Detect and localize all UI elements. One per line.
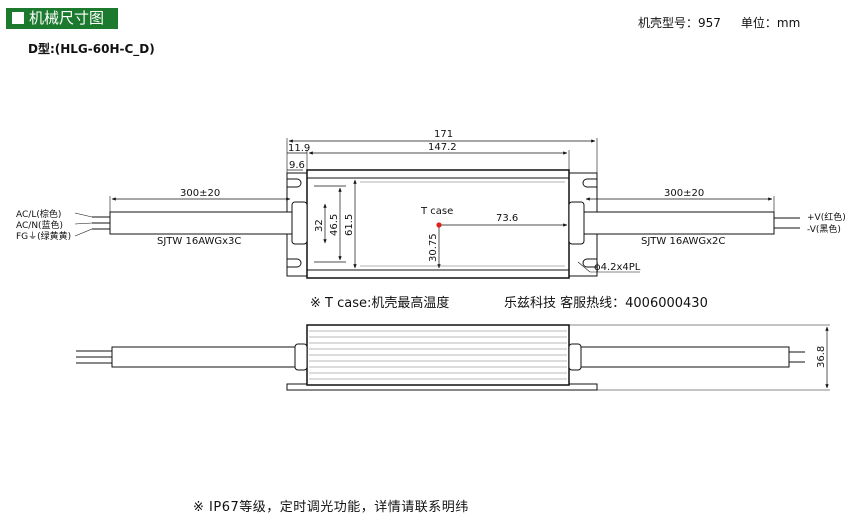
side-input-cable [111, 346, 296, 368]
leader-line [74, 212, 93, 218]
section-title-text: 机械尺寸图 [29, 9, 105, 27]
dim-text-right-cable: 300±20 [664, 188, 704, 199]
dim-text-mount-offset: 9.6 [289, 160, 305, 171]
leader-line [74, 222, 93, 225]
leader-line [74, 228, 93, 237]
slot-top-left [287, 178, 302, 188]
tcase-point [436, 222, 442, 228]
dim-text-left-cable: 300±20 [180, 188, 220, 199]
side-fins [309, 330, 567, 380]
dim-text-tcase-y: 30.75 [428, 233, 439, 262]
hole-spec: ϕ4.2x4PL [594, 262, 641, 273]
side-gland-left [294, 343, 308, 371]
variant-label: D型:(HLG-60H-C_D) [28, 42, 155, 56]
service-hotline: 乐兹科技 客服热线：4006000430 [504, 296, 708, 311]
wire-label-v-plus: +V(红色) [807, 211, 846, 223]
input-cable [109, 211, 293, 235]
square-icon [12, 12, 24, 24]
dim-text-width-32: 32 [314, 219, 325, 232]
dim-text-height: 36.8 [816, 346, 827, 368]
input-cable-label: SJTW 16AWGx3C [157, 236, 241, 247]
wire-label-fg: FG⏚(绿黄黄) [16, 230, 71, 242]
dim-text-tcase-x: 73.6 [496, 213, 518, 224]
tcase-note: ※ T case:机壳最高温度 [310, 296, 450, 311]
tcase-label: T case [420, 206, 453, 217]
model-unit-line: 机壳型号：957 单位：mm [638, 14, 800, 31]
ip67-note: ※ IP67等级，定时调光功能，详情请联系明纬 [193, 500, 469, 515]
slot-bottom-right [582, 258, 597, 268]
dim-text-width-61-5: 61.5 [344, 214, 355, 236]
unit-label: 单位：mm [740, 16, 801, 30]
side-output-cable [580, 346, 790, 368]
wire-label-v-minus: -V(黑色) [807, 223, 841, 235]
slot-top-right [582, 178, 597, 188]
section-title: 机械尺寸图 [6, 8, 118, 29]
top-fins [360, 181, 565, 267]
cable-gland-right [568, 201, 585, 245]
side-view [76, 324, 830, 391]
slot-bottom-left [287, 258, 302, 268]
output-cable [583, 211, 775, 235]
wire-label-ac-l: AC/L(棕色) [16, 208, 61, 220]
top-view [74, 138, 800, 279]
dim-text-left-offset: 11.9 [288, 143, 310, 154]
hole-leader [577, 261, 640, 273]
dim-text-width-46-5: 46.5 [329, 214, 340, 236]
case-model-label: 机壳型号：957 [638, 16, 721, 30]
dim-text-inner: 147.2 [428, 142, 457, 153]
cable-gland-left [291, 201, 308, 245]
dim-text-overall: 171 [434, 129, 453, 140]
side-gland-right [568, 343, 582, 371]
output-cable-label: SJTW 16AWGx2C [641, 236, 725, 247]
wire-label-ac-n: AC/N(蓝色) [16, 219, 63, 231]
